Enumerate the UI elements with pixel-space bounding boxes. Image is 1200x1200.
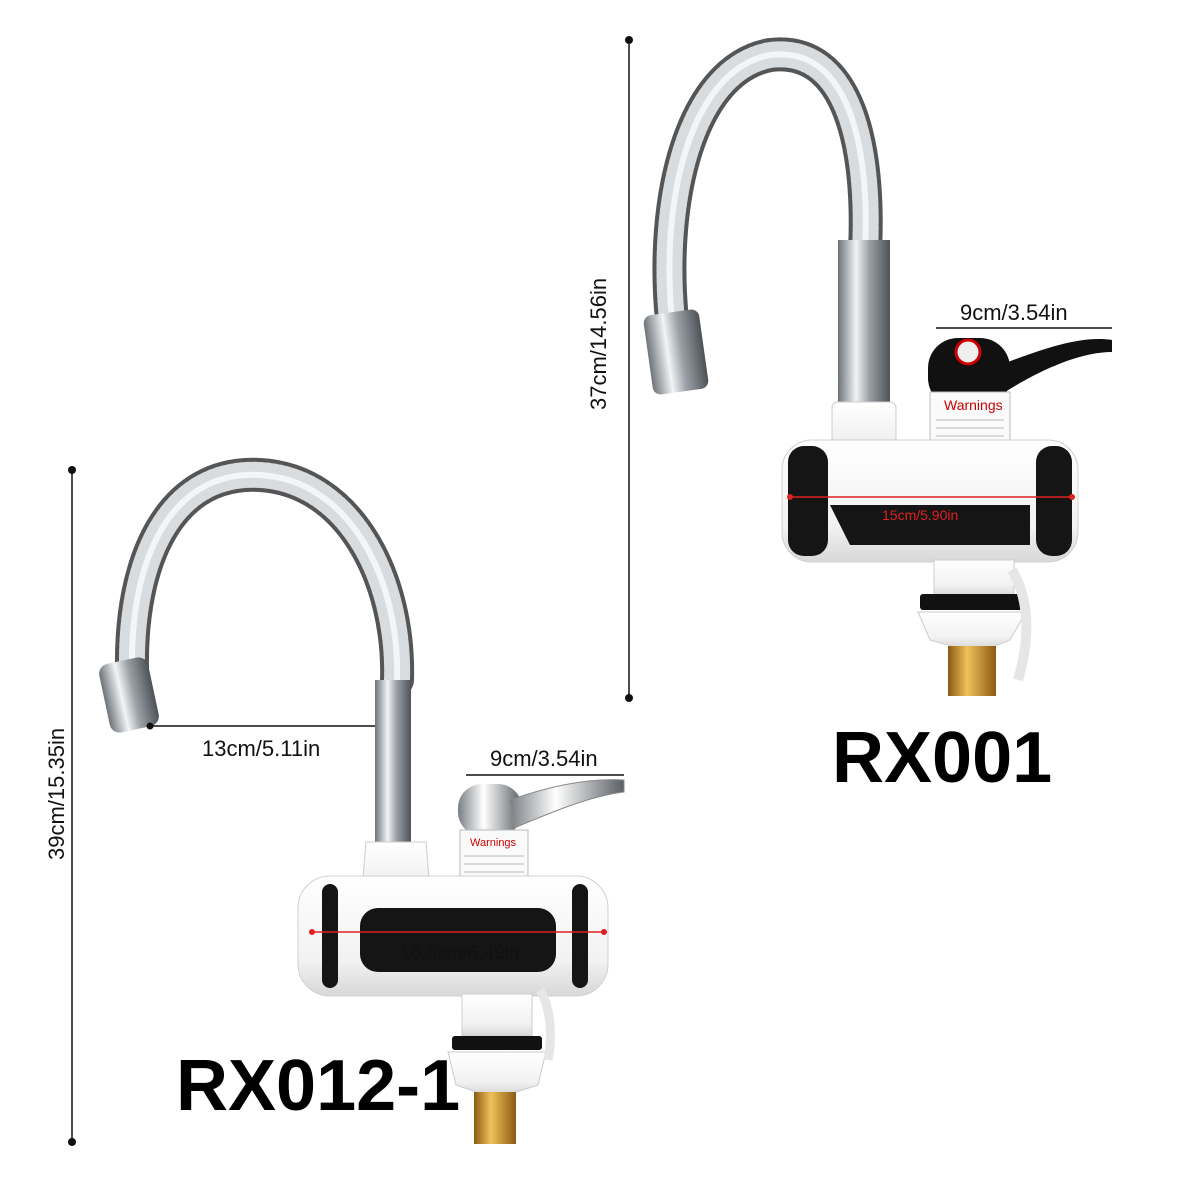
rx012-warnings-text: Warnings — [470, 837, 517, 849]
rx012-handle-dimension: 9cm/3.54in — [466, 746, 624, 776]
rx001-heater-body — [781, 439, 1079, 563]
rx012-spout-reach-dimension: 13cm/5.11in — [146, 722, 384, 761]
rx012-lower-fitting — [447, 987, 555, 1144]
rx001-height-dimension: 37cm/14.56in — [586, 36, 633, 702]
rx001-pipe — [838, 240, 890, 410]
rx001-handle — [928, 338, 1112, 408]
rx012-handle — [458, 779, 625, 836]
rx012-handle-width-label: 9cm/3.54in — [490, 746, 598, 771]
rx001-warnings-text: Warnings — [944, 397, 1003, 413]
rx012-model-label: RX012-1 — [176, 1046, 460, 1126]
rx012-body-width-label: 16.5cm/6.49in — [400, 943, 519, 964]
rx001-lower-fitting — [917, 559, 1032, 696]
rx012-body-dimension: 16.5cm/6.49in — [309, 929, 607, 964]
rx001-flexible-spout — [643, 37, 883, 395]
rx001-body-dimension: 15cm/5.90in — [787, 494, 1075, 523]
rx012-pipe — [375, 680, 411, 850]
product-rx001: 37cm/14.56in 9cm/3.54in Warnings — [586, 36, 1112, 798]
product-rx012-1: 39cm/15.35in 13cm/5.11in 9 — [44, 457, 625, 1146]
rx012-spout-reach-label: 13cm/5.11in — [202, 736, 320, 761]
rx001-model-label: RX001 — [832, 718, 1052, 798]
rx012-height-dimension: 39cm/15.35in — [44, 466, 76, 1146]
rx012-heater-body — [297, 875, 609, 997]
rx012-height-label: 39cm/15.35in — [44, 728, 69, 860]
rx001-handle-dimension: 9cm/3.54in — [936, 300, 1112, 329]
rx001-height-label: 37cm/14.56in — [586, 278, 611, 410]
rx001-body-width-label: 15cm/5.90in — [882, 507, 958, 523]
rx001-handle-width-label: 9cm/3.54in — [960, 300, 1068, 325]
rx012-flexible-spout — [99, 457, 415, 733]
